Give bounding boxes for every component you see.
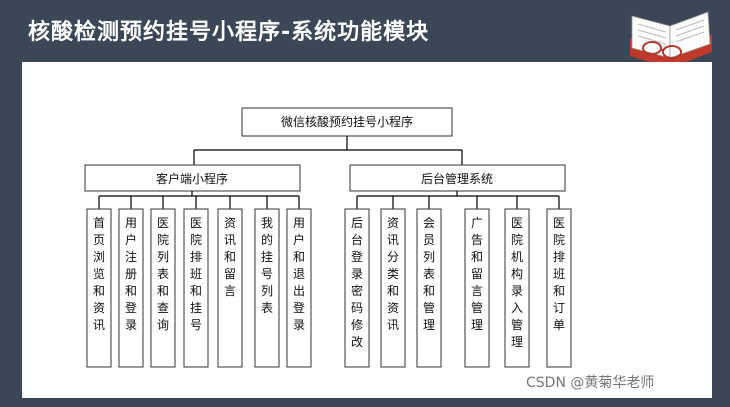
leaf-label: 用户和退出登录: [293, 216, 305, 332]
leaf-node: 资讯和留言: [217, 208, 243, 368]
open-book-with-glasses-icon: [630, 11, 712, 68]
branch-label-client: 客户端小程序: [156, 171, 228, 186]
leaf-node: 医院列表和查询: [150, 208, 176, 368]
leaf-node: 用户和退出登录: [286, 208, 312, 368]
leaf-label: 医院排班和挂号: [190, 216, 202, 332]
leaf-nodes: 首页浏览和资讯 用户注册和登录 医院列表和查询 医院排班和挂号 资讯和留言 我的挂号列表 用…: [86, 191, 572, 368]
leaf-node: 医院机构录入管理: [504, 208, 530, 368]
leaf-node: 广告和留言管理: [464, 208, 490, 368]
leaf-node: 用户注册和登录: [118, 208, 144, 368]
root-node: 微信核酸预约挂号小程序: [241, 107, 453, 137]
leaf-node: 后台登录密码修改: [344, 208, 370, 368]
branch-label-admin: 后台管理系统: [421, 171, 493, 186]
branch-node-admin: 后台管理系统: [349, 164, 566, 192]
title-bar: 核酸检测预约挂号小程序-系统功能模块: [0, 0, 730, 68]
leaf-label: 广告和留言管理: [471, 216, 483, 332]
watermark: CSDN @黄菊华老师: [526, 375, 655, 391]
leaf-label: 首页浏览和资讯: [93, 216, 105, 332]
leaf-node: 会员列表和管理: [416, 208, 442, 368]
leaf-label: 会员列表和管理: [423, 216, 435, 332]
branch-node-client: 客户端小程序: [84, 164, 301, 192]
root-label: 微信核酸预约挂号小程序: [281, 114, 413, 129]
leaf-node: 资讯分类和资讯: [380, 208, 406, 368]
leaf-node: 医院排班和订单: [546, 208, 572, 368]
diagram-canvas: 微信核酸预约挂号小程序 客户端小程序 后台管理系统 首页浏览和资讯 用户注册和登录…: [22, 62, 712, 398]
leaf-label: 资讯分类和资讯: [387, 216, 399, 332]
leaf-node: 医院排班和挂号: [183, 208, 209, 368]
leaf-label: 我的挂号列表: [261, 216, 273, 315]
leaf-label: 资讯和留言: [224, 216, 236, 298]
leaf-label: 用户注册和登录: [125, 216, 137, 332]
leaf-label: 医院机构录入管理: [511, 216, 523, 349]
leaf-node: 首页浏览和资讯: [86, 208, 112, 368]
leaf-label: 后台登录密码修改: [351, 216, 363, 349]
leaf-label: 医院排班和订单: [553, 216, 565, 332]
slide-title: 核酸检测预约挂号小程序-系统功能模块: [28, 20, 430, 45]
function-module-diagram: 微信核酸预约挂号小程序 客户端小程序 后台管理系统 首页浏览和资讯 用户注册和登录…: [84, 107, 572, 368]
leaf-node: 我的挂号列表: [254, 208, 280, 368]
leaf-label: 医院列表和查询: [157, 216, 169, 332]
